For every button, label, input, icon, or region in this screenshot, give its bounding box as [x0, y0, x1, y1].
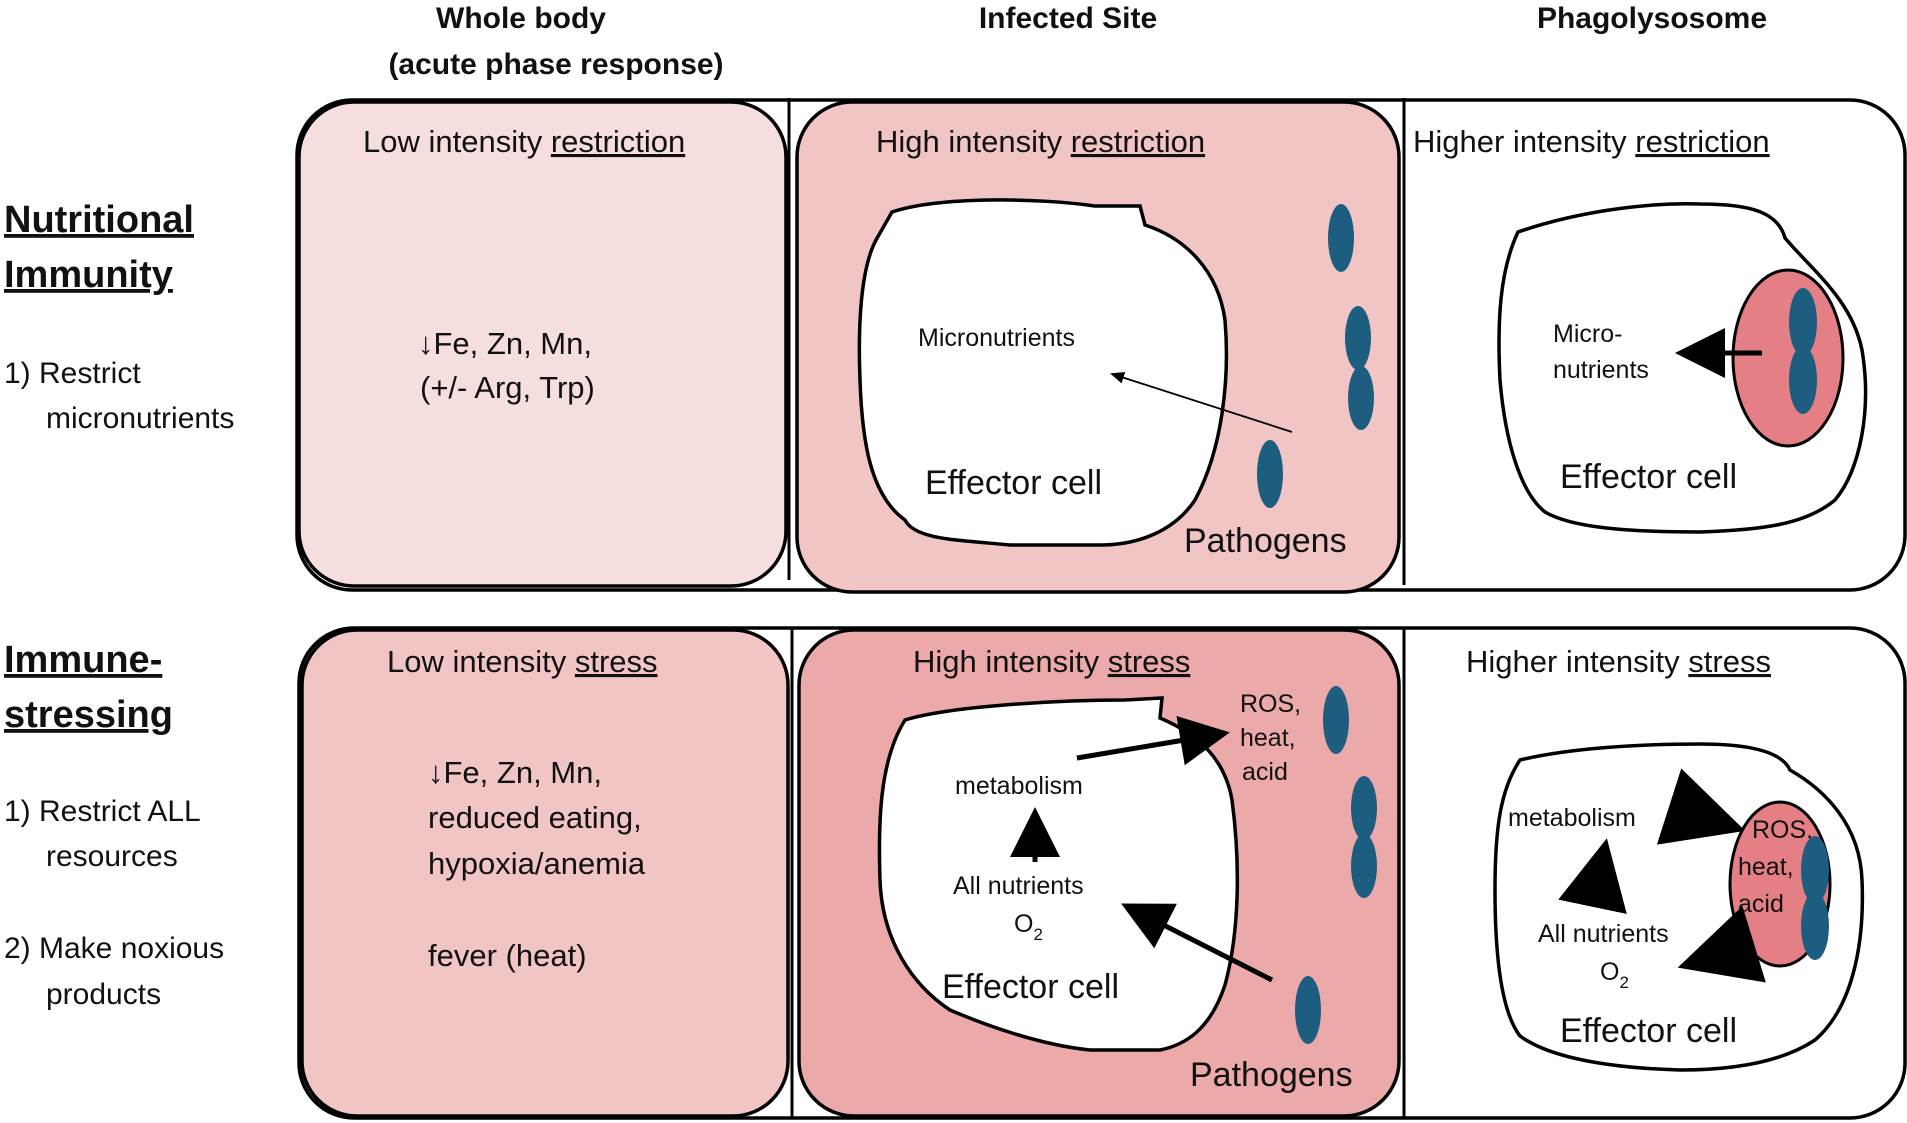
row-item-restrict-micro-2: micronutrients [46, 402, 234, 435]
noxious-product-arrow [1656, 768, 1746, 845]
panel-stressing-phagolysosome: Higher intensity stress metabolism ROS, … [1466, 644, 1865, 1072]
panel-stressing-infected-site: High intensity stress ROS, heat, acid me… [797, 628, 1401, 1118]
nutrient-efflux-arrow [1677, 906, 1766, 983]
row-label-stressing: Immune- stressing 1) Restrict ALL resour… [4, 639, 224, 1011]
micronutrient-list-1: ↓Fe, Zn, Mn, [418, 326, 592, 361]
stress-list-4: fever (heat) [428, 938, 587, 973]
pathogen-dividing-bottom [1801, 892, 1829, 960]
ros-label-2: heat, [1240, 724, 1296, 752]
nutrient-to-metabolism-arrow [1558, 838, 1627, 914]
header-infected-site: Infected Site [979, 2, 1157, 35]
panel-bg-medium [300, 628, 790, 1118]
pathogens-label: Pathogens [1184, 522, 1347, 560]
phagolysosome-vacuole [1731, 268, 1845, 448]
micronutrients-label-1: Micro- [1553, 320, 1622, 348]
header-phagolysosome: Phagolysosome [1537, 2, 1767, 35]
pathogen [1328, 204, 1354, 272]
ros-label-1: ROS, [1752, 816, 1813, 844]
panel-bg-light [297, 100, 788, 588]
panel-title: Low intensity restriction [363, 124, 685, 159]
pathogen-dividing-top [1789, 288, 1817, 356]
panel-title: High intensity stress [913, 644, 1190, 679]
metabolism-label: metabolism [955, 772, 1083, 800]
row-item-noxious-1: 2) Make noxious [4, 932, 224, 965]
row-item-restrict-all-1: 1) Restrict ALL [4, 795, 201, 828]
stress-list-3: hypoxia/anemia [428, 846, 646, 881]
o2-label: O2 [1600, 958, 1629, 992]
metabolism-label: metabolism [1508, 804, 1636, 832]
micronutrients-label-2: nutrients [1553, 356, 1649, 384]
effector-cell-label: Effector cell [1560, 1012, 1737, 1050]
panel-title: Low intensity stress [387, 644, 658, 679]
pathogen-dividing-top [1345, 306, 1371, 370]
row-title-stressing-2: stressing [4, 694, 173, 736]
effector-cell [877, 696, 1240, 1052]
all-nutrients-label: All nutrients [1538, 920, 1669, 948]
nutrient-uptake-arrow [1121, 903, 1274, 983]
effector-cell-label: Effector cell [942, 968, 1119, 1006]
panel-title: Higher intensity restriction [1413, 124, 1770, 159]
header-acute-phase: (acute phase response) [388, 48, 723, 81]
panel-nutritional-whole-body: Low intensity restriction ↓Fe, Zn, Mn, (… [297, 100, 788, 588]
ros-label-2: heat, [1738, 853, 1794, 881]
stress-list-2: reduced eating, [428, 800, 642, 835]
ros-label-3: acid [1242, 758, 1288, 786]
pathogen-dividing-bottom [1351, 834, 1377, 898]
panel-nutritional-infected-site: High intensity restriction Micronutrient… [795, 100, 1401, 594]
pathogens-label: Pathogens [1190, 1056, 1353, 1094]
pathogen-dividing-top [1801, 836, 1829, 904]
effector-cell-label: Effector cell [925, 464, 1102, 502]
micronutrient-list-2: (+/- Arg, Trp) [420, 370, 595, 405]
panel-title: High intensity restriction [876, 124, 1205, 159]
row-title-nutritional-2: Immunity [4, 254, 173, 296]
row-label-nutritional: Nutritional Immunity 1) Restrict micronu… [4, 199, 234, 435]
stress-list-1: ↓Fe, Zn, Mn, [428, 755, 602, 790]
o2-label: O2 [1014, 910, 1043, 944]
row-item-restrict-all-2: resources [46, 840, 178, 873]
pathogen-dividing-bottom [1348, 366, 1374, 430]
panel-stressing-whole-body: Low intensity stress ↓Fe, Zn, Mn, reduce… [300, 628, 790, 1118]
pathogen [1257, 440, 1283, 508]
panel-title: Higher intensity stress [1466, 644, 1771, 679]
row-item-restrict-micro-1: 1) Restrict [4, 357, 141, 390]
panel-nutritional-phagolysosome: Higher intensity restriction Micro- nutr… [1413, 124, 1868, 534]
pathogen-dividing-top [1351, 776, 1377, 840]
row-title-stressing-1: Immune- [4, 639, 162, 681]
row-title-nutritional-1: Nutritional [4, 199, 194, 241]
row-item-noxious-2: products [46, 978, 161, 1011]
header-whole-body: Whole body [436, 2, 606, 35]
pathogen [1295, 976, 1321, 1044]
all-nutrients-label: All nutrients [953, 872, 1084, 900]
noxious-product-arrow [1076, 715, 1230, 766]
pathogen [1323, 686, 1349, 754]
micronutrient-uptake-arrow [1110, 371, 1293, 433]
micronutrients-label: Micronutrients [918, 324, 1075, 352]
ros-label-3: acid [1738, 890, 1784, 918]
pathogen-dividing-bottom [1789, 346, 1817, 414]
effector-cell [857, 198, 1229, 547]
effector-cell-label: Effector cell [1560, 458, 1737, 496]
ros-label-1: ROS, [1240, 690, 1301, 718]
